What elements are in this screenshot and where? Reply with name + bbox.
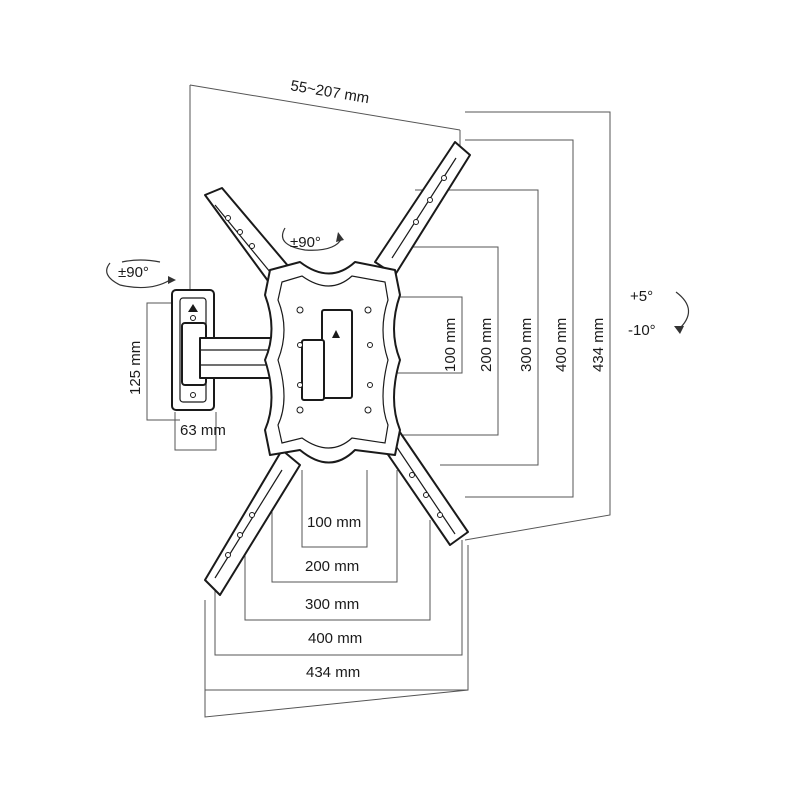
- wall-plate-dimensions: [146, 302, 217, 451]
- vertical-100-label: 100 mm: [442, 318, 459, 372]
- rotation-arrow-icon: [281, 227, 343, 251]
- arm-depth-label: 55~207 mm: [289, 77, 370, 107]
- vertical-400-label: 400 mm: [553, 318, 570, 372]
- vertical-dimension-lines: [380, 111, 611, 541]
- vertical-300-label: 300 mm: [518, 318, 535, 372]
- plate-width-label: 63 mm: [180, 422, 226, 439]
- rotation-arrow-icon: [106, 262, 171, 289]
- up-arrow-icon: [188, 304, 198, 312]
- x-bracket: [204, 141, 471, 596]
- vertical-200-label: 200 mm: [478, 318, 495, 372]
- rotate-rotation: ±90°: [281, 227, 344, 251]
- plate-height-label: 125 mm: [127, 341, 144, 395]
- tilt-up-label: +5°: [630, 288, 653, 305]
- swivel-rotation: ±90°: [106, 259, 176, 289]
- tilt-down-label: -10°: [628, 322, 656, 339]
- central-plate: [264, 261, 401, 464]
- horizontal-100-label: 100 mm: [307, 514, 361, 531]
- swivel-label: ±90°: [118, 264, 149, 281]
- arm-depth-dimension: [189, 84, 461, 300]
- horizontal-434-label: 434 mm: [306, 664, 360, 681]
- horizontal-300-label: 300 mm: [305, 596, 359, 613]
- tilt-rotation: +5° -10°: [628, 288, 690, 339]
- horizontal-400-label: 400 mm: [308, 630, 362, 647]
- plate-up-arrow-icon: [332, 330, 340, 338]
- rotate-label: ±90°: [290, 234, 321, 251]
- rotation-arrow-icon: [675, 291, 690, 331]
- horizontal-200-label: 200 mm: [305, 558, 359, 575]
- vertical-434-label: 434 mm: [590, 318, 607, 372]
- horizontal-dimension-lines: [204, 470, 469, 718]
